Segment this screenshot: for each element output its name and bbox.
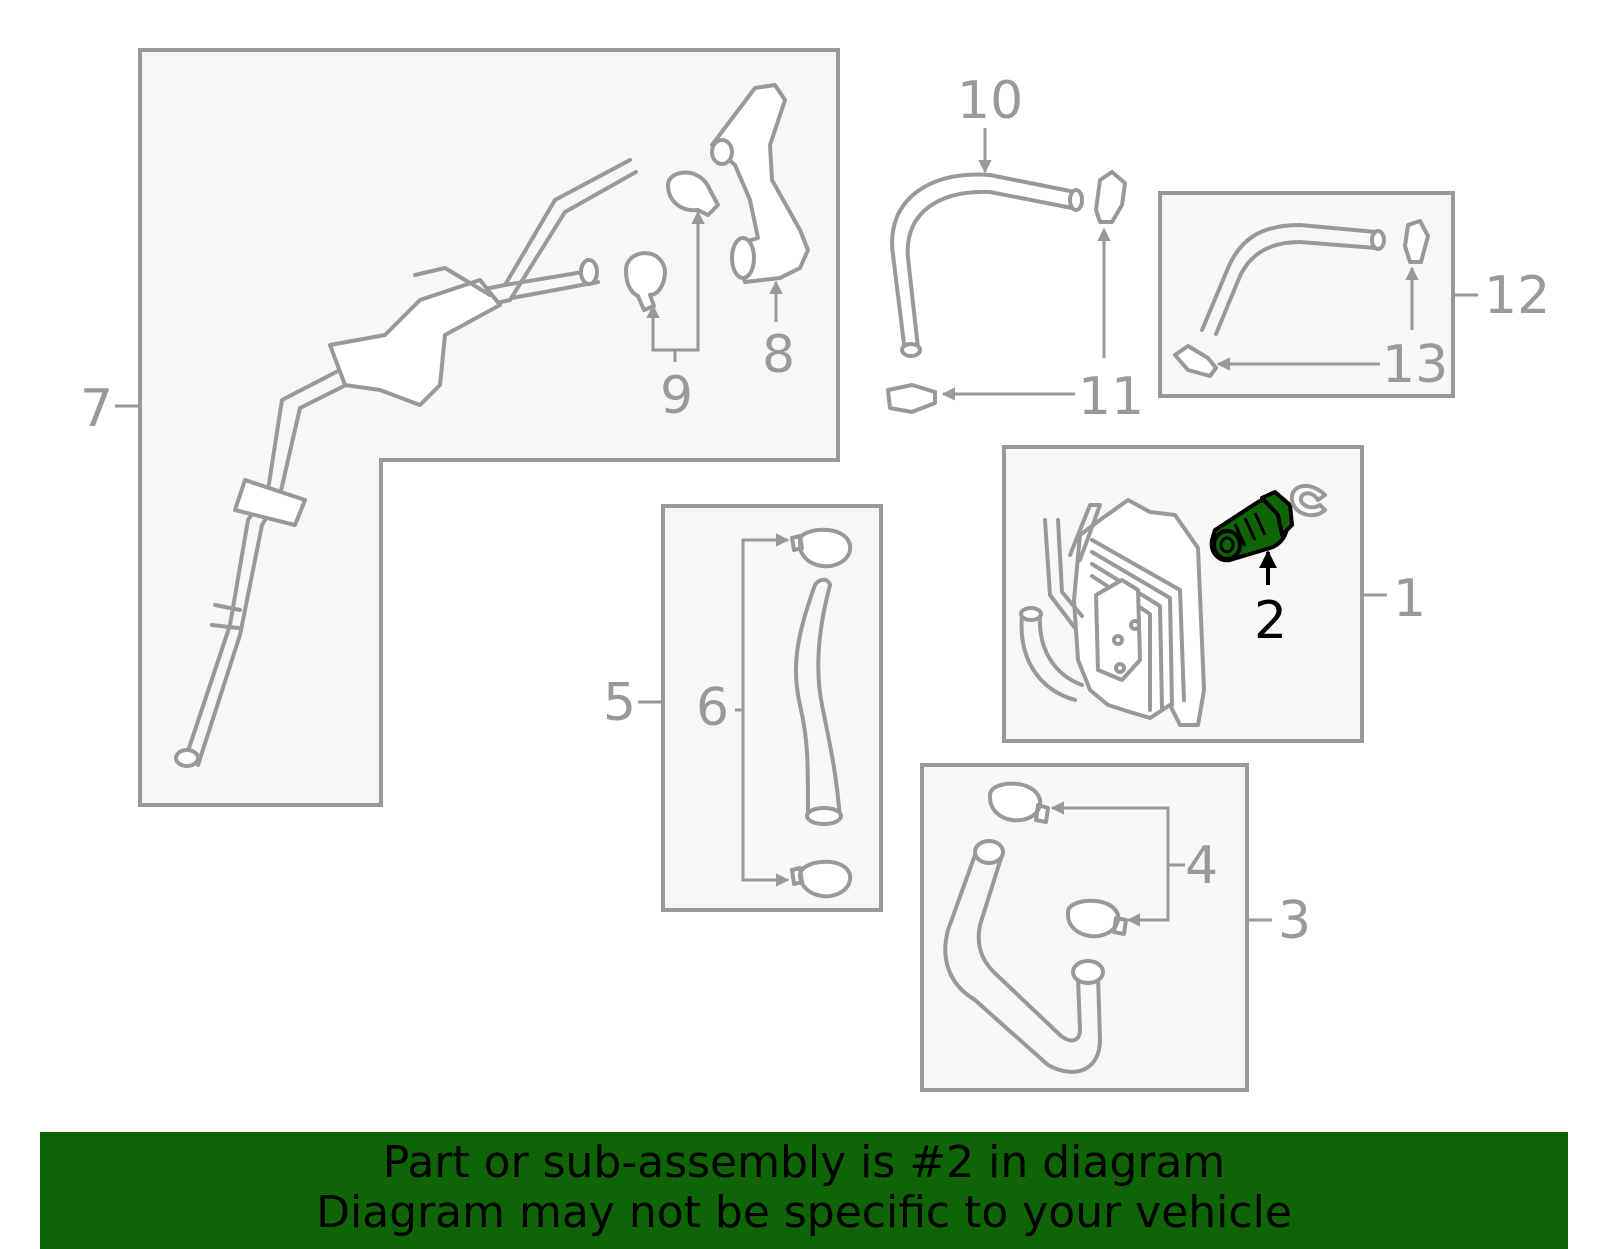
assembly-7-group: [138, 48, 840, 807]
clip-11a: [1094, 170, 1127, 224]
hose-6-end-top: [813, 577, 832, 587]
leader-6a: [741, 533, 790, 710]
parts-diagram: 7 9 8 10 11 12 13 2 1 5 6 4 3: [80, 48, 1550, 1092]
hose-8: [710, 83, 810, 284]
pipe-joint-7: [210, 266, 492, 630]
clamp-9b: [624, 251, 667, 312]
clip-13b: [1173, 344, 1218, 378]
hose-3: [943, 853, 1102, 1074]
hose-10-end: [1068, 188, 1084, 212]
oil-cooler-bolt-b: [1129, 619, 1141, 631]
part-2-bore: [1219, 536, 1235, 554]
hose-3-end-b: [1071, 959, 1105, 985]
hose-6-end-bottom: [805, 806, 843, 826]
callout-5: 5: [603, 673, 636, 733]
oil-cooler-pipe-a: [1043, 518, 1084, 630]
assembly-5-box: [661, 504, 883, 912]
callout-9: 9: [660, 366, 693, 426]
callout-12: 12: [1484, 266, 1550, 326]
leader-4a: [1050, 801, 1170, 865]
hose-12-end: [1370, 229, 1386, 251]
hose-3-end-a: [973, 839, 1005, 865]
oil-cooler-pipe-b: [1068, 503, 1102, 562]
oil-cooler-pipe-c: [1019, 613, 1084, 702]
pipe-bracket-7: [233, 478, 307, 527]
pipe-end-7a: [174, 748, 200, 768]
callout-11: 11: [1078, 367, 1144, 427]
highlighted-part-2: [1209, 490, 1294, 563]
assembly-7-box: [138, 48, 840, 807]
oil-cooler-bolt-c: [1114, 662, 1126, 674]
oil-cooler-1: [1019, 498, 1206, 727]
hose-12: [1200, 223, 1378, 332]
oil-cooler-pipe-c-end: [1019, 606, 1043, 622]
hose-12-inner: [1214, 240, 1378, 336]
leader-6b: [741, 710, 790, 887]
callout-3: 3: [1278, 891, 1311, 951]
callout-7: 7: [80, 379, 113, 439]
oil-cooler-bolt-a: [1112, 634, 1124, 646]
clamp-9a: [666, 170, 720, 217]
callout-1: 1: [1393, 569, 1426, 629]
leader-4b: [1126, 865, 1170, 927]
banner-line-2: Diagram may not be specific to your vehi…: [316, 1187, 1292, 1238]
clamp-6b: [790, 859, 853, 899]
clip-11b: [886, 383, 937, 414]
callout-8: 8: [762, 325, 795, 385]
callout-13: 13: [1382, 335, 1448, 395]
clamp-4b: [1066, 898, 1128, 939]
callout-4: 4: [1185, 836, 1218, 896]
clamp-4a: [988, 781, 1050, 824]
part-2-hex: [1260, 490, 1294, 537]
part-2-threads: [1233, 512, 1267, 547]
hose-10: [890, 172, 1077, 354]
hose-10-inner: [905, 189, 1074, 350]
callout-2: 2: [1254, 591, 1287, 651]
snap-ring: [1289, 484, 1327, 518]
info-banner: Part or sub-assembly is #2 in diagram Di…: [40, 1132, 1568, 1249]
oil-cooler-plates: [1090, 538, 1186, 712]
clip-13a: [1403, 219, 1430, 264]
hose-6: [793, 583, 842, 820]
hose-10-end-b: [900, 342, 922, 358]
pipe-end-7b: [579, 258, 599, 286]
banner-line-1: Part or sub-assembly is #2 in diagram: [382, 1137, 1226, 1188]
part-2-end: [1212, 529, 1242, 561]
oil-cooler-flange: [1094, 578, 1142, 682]
clamp-6a: [790, 527, 853, 569]
pipe-clamp-7: [328, 278, 502, 407]
callout-6: 6: [696, 678, 729, 738]
callout-10: 10: [957, 71, 1023, 131]
hose-8-end-top: [710, 138, 734, 166]
hose-8-end: [730, 236, 756, 280]
